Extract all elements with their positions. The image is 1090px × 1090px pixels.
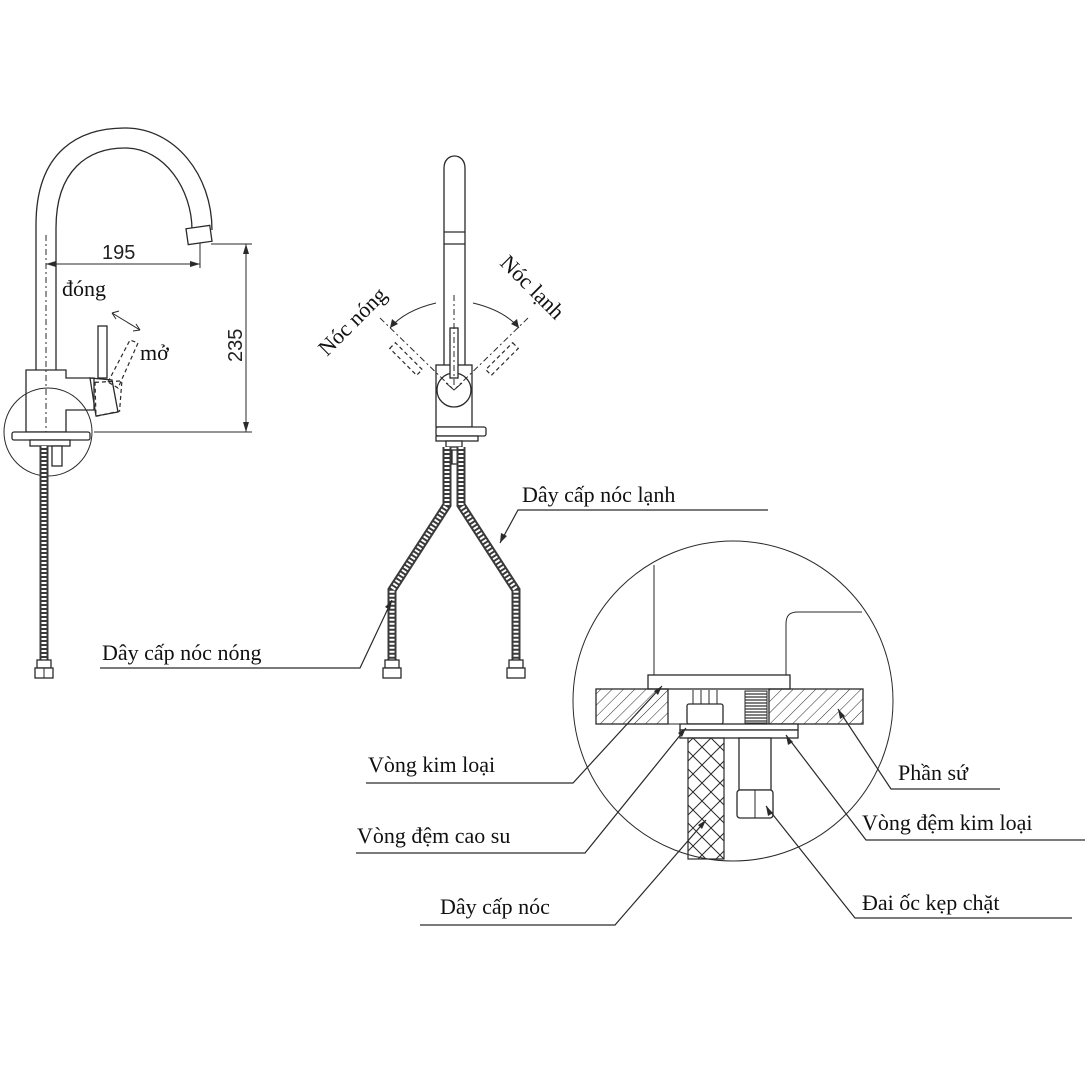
label-metal-washer: Vòng đệm kim loại: [862, 810, 1032, 835]
side-view: đóng mở 195 235: [3, 127, 252, 679]
callout-cold-hose: Dây cấp nóc lạnh: [499, 482, 768, 544]
side-handle: [89, 325, 139, 418]
rubber-gasket: [679, 723, 799, 731]
front-handle-hot: [379, 317, 453, 389]
label-hot-hose: Dây cấp nóc nóng: [102, 640, 261, 665]
swing-arc-hot: [389, 302, 437, 329]
label-open: mở: [140, 340, 169, 365]
label-cold-hose: Dây cấp nóc lạnh: [522, 482, 675, 507]
label-close: đóng: [62, 276, 106, 301]
side-base: [3, 387, 93, 477]
label-rubber-gasket: Vòng đệm cao su: [357, 823, 510, 848]
side-hose: [34, 446, 54, 679]
open-close-arrow-icon: [111, 310, 141, 332]
metal-washer: [679, 729, 799, 739]
label-clamp-nut: Đai ốc kẹp chặt: [862, 890, 999, 915]
front-handle-cold: [455, 317, 529, 389]
detail-circle: [572, 540, 894, 862]
side-spout: [35, 127, 213, 370]
label-ceramic-part: Phần sứ: [898, 760, 969, 785]
supply-hose-section: [687, 737, 725, 860]
dimension-height: 235: [94, 243, 252, 433]
callout-ceramic: Phần sứ: [837, 708, 1000, 790]
label-hot-water: Nóc nóng: [313, 282, 392, 361]
callout-metal-ring: Vòng kim loại: [366, 685, 663, 784]
callout-rubber-gasket: Vòng đệm cao su: [356, 727, 687, 854]
dimension-width-value: 195: [102, 242, 135, 264]
label-cold-water: Nóc lạnh: [495, 250, 569, 324]
callout-supply-hose: Dây cấp nóc: [420, 819, 707, 926]
front-hose-hot: [382, 447, 452, 679]
callout-metal-washer: Vòng đệm kim loại: [785, 734, 1085, 841]
front-hose-cold: [456, 447, 526, 679]
front-body: [435, 295, 473, 428]
ceramic-plate: [595, 688, 864, 725]
detail-view: Vòng kim loại Vòng đệm cao su Dây cấp nó…: [356, 540, 1085, 926]
callout-hot-hose: Dây cấp nóc nóng: [100, 599, 393, 669]
label-supply-hose: Dây cấp nóc: [440, 894, 550, 919]
callout-clamp-nut: Đai ốc kẹp chặt: [765, 805, 1072, 919]
front-spout: [443, 155, 466, 375]
metal-ring: [647, 674, 791, 690]
dimension-width: 195: [46, 242, 201, 268]
dimension-height-value: 235: [225, 329, 247, 362]
label-metal-ring: Vòng kim loại: [368, 752, 495, 777]
swing-arc-cold: [472, 302, 520, 329]
